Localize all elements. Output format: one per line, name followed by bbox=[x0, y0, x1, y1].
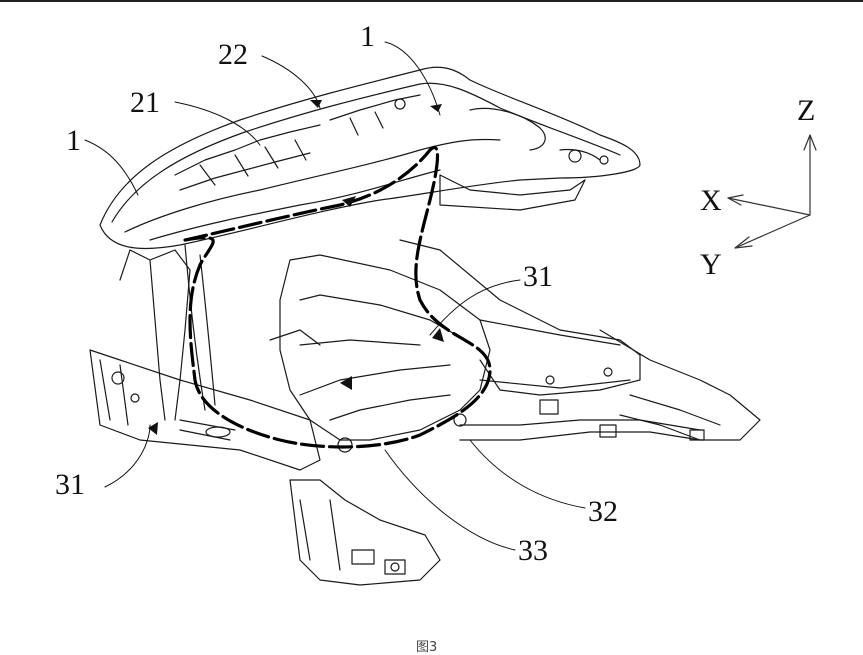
left-front-rail bbox=[89, 349, 321, 471]
label-33: 33 bbox=[518, 534, 548, 567]
floor-tub bbox=[269, 254, 491, 453]
label-1-top: 1 bbox=[360, 20, 375, 53]
top-border-line bbox=[0, 0, 863, 2]
left-lower-strut bbox=[289, 479, 441, 586]
axis-x-label: X bbox=[700, 184, 722, 217]
arrow-heads bbox=[148, 100, 444, 435]
coordinate-axes bbox=[727, 134, 817, 249]
label-32: 32 bbox=[588, 495, 618, 528]
axis-z-label: Z bbox=[797, 94, 816, 127]
figure-caption: 图3 bbox=[416, 640, 438, 655]
cowl-panel bbox=[99, 66, 641, 250]
label-21: 21 bbox=[130, 86, 160, 119]
right-rail bbox=[399, 239, 761, 441]
label-31-left: 31 bbox=[55, 468, 85, 501]
load-path-loop bbox=[183, 146, 492, 449]
label-31-right: 31 bbox=[523, 260, 553, 293]
axis-y-label: Y bbox=[700, 248, 722, 281]
label-22: 22 bbox=[218, 38, 248, 71]
leader-lines bbox=[84, 41, 586, 551]
label-1-left: 1 bbox=[66, 124, 81, 157]
